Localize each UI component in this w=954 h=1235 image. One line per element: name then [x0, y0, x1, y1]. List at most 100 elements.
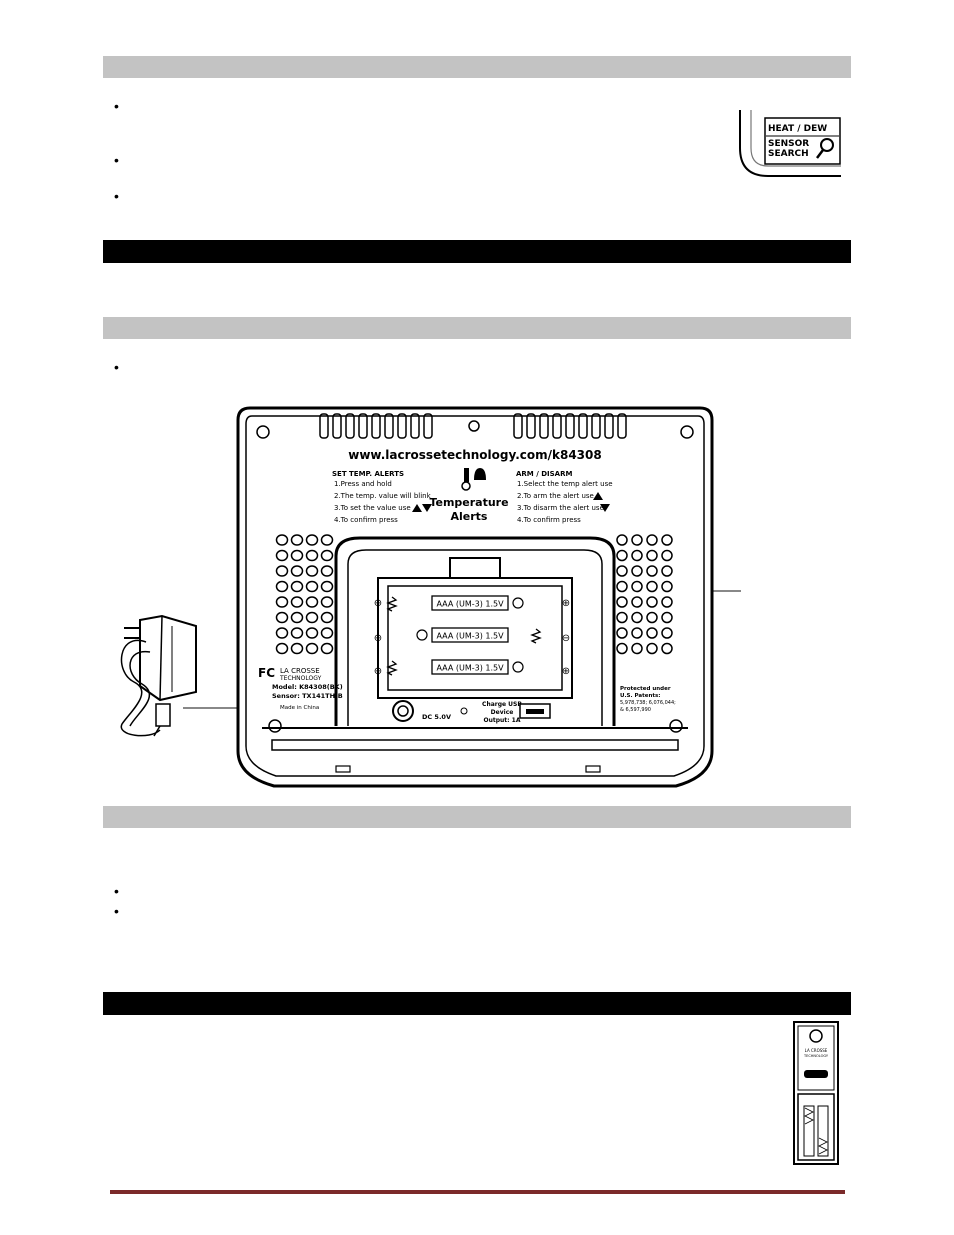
- speaker-hole: [290, 596, 304, 608]
- speaker-hole: [275, 565, 289, 577]
- website-url: www.lacrossetechnology.com/k84308: [348, 448, 601, 462]
- speaker-hole: [305, 611, 319, 624]
- bullet: •: [114, 883, 119, 899]
- speaker-hole: [661, 580, 673, 593]
- speaker-hole: [320, 611, 334, 624]
- battery-label: AAA (UM-3) 1.5V: [436, 664, 504, 673]
- speaker-hole: [275, 611, 289, 624]
- speaker-hole: [320, 565, 334, 577]
- vent-slot: [410, 413, 420, 439]
- speaker-hole: [275, 627, 289, 639]
- made-in-label: Made in China: [280, 705, 319, 711]
- speaker-hole: [661, 549, 673, 562]
- speaker-hole: [646, 534, 658, 546]
- set-alerts-step: 3.To set the value use: [334, 504, 411, 512]
- battery-label: AAA (UM-3) 1.5V: [436, 600, 504, 609]
- vent-slot: [604, 413, 614, 439]
- speaker-hole: [275, 596, 289, 608]
- battery-terminal: [416, 629, 428, 641]
- vent-slot: [358, 413, 368, 439]
- section-header-bar: [103, 56, 851, 78]
- patent-label: U.S. Patents:: [620, 693, 661, 699]
- arm-step: 4.To confirm press: [517, 516, 581, 524]
- speaker-hole: [305, 534, 319, 546]
- patent-label: 5,978,738; 6,076,044;: [620, 700, 676, 706]
- sensor-brand-label: LA CROSSE: [805, 1048, 828, 1053]
- speaker-hole: [290, 580, 304, 593]
- bullet: •: [114, 98, 119, 114]
- brand-sub: TECHNOLOGY: [279, 675, 322, 682]
- set-alerts-step: 2.The temp. value will blink: [334, 492, 432, 500]
- battery: AAA (UM-3) 1.5V: [386, 595, 524, 612]
- arm-disarm-title: ARM / DISARM: [516, 470, 572, 478]
- device-back-illustration: www.lacrossetechnology.com/k84308 SET TE…: [236, 406, 714, 788]
- magnifier-icon: [816, 138, 834, 159]
- speaker-hole: [305, 549, 319, 562]
- battery-label: AAA (UM-3) 1.5V: [436, 632, 504, 641]
- vent-slot: [552, 413, 562, 439]
- speaker-hole: [646, 549, 658, 562]
- speaker-hole: [305, 642, 319, 655]
- up-arrow-icon: [593, 492, 603, 500]
- speaker-hole: [631, 642, 643, 655]
- speaker-hole: [646, 580, 658, 593]
- model-label: Model: K84308(BK): [272, 683, 343, 691]
- patent-label: & 6,597,990: [620, 707, 651, 713]
- speaker-hole: [305, 580, 319, 593]
- speaker-hole: [631, 534, 643, 546]
- vent-slot: [423, 413, 433, 439]
- vent-slot: [617, 413, 627, 439]
- battery-body: [431, 595, 509, 611]
- temperature-sensor-illustration: LA CROSSE TECHNOLOGY: [793, 1021, 839, 1165]
- polarity-mark: ⊖: [374, 598, 382, 609]
- speaker-hole: [616, 580, 628, 593]
- speaker-hole: [290, 534, 304, 546]
- vent-slot: [539, 413, 549, 439]
- arm-step: 3.To disarm the alert use: [517, 504, 604, 512]
- speaker-hole: [305, 565, 319, 577]
- speaker-hole: [616, 642, 628, 655]
- speaker-hole: [320, 596, 334, 608]
- speaker-hole: [646, 596, 658, 608]
- battery-terminal: [512, 597, 524, 609]
- vent-slot: [591, 413, 601, 439]
- speaker-hole: [631, 611, 643, 624]
- speaker-hole: [661, 642, 673, 655]
- polarity-mark: ⊖: [562, 633, 570, 644]
- set-alerts-step: 4.To confirm press: [334, 516, 398, 524]
- vent-slot: [345, 413, 355, 439]
- speaker-hole: [290, 642, 304, 655]
- speaker-hole: [646, 627, 658, 639]
- speaker-hole: [275, 642, 289, 655]
- speaker-hole: [631, 580, 643, 593]
- brand-name: LA CROSSE: [280, 667, 320, 675]
- sensor-search-button-illustration: HEAT / DEW SENSOR SEARCH: [739, 110, 841, 177]
- speaker-hole: [616, 534, 628, 546]
- sensor-brand-sub: TECHNOLOGY: [803, 1054, 829, 1058]
- battery: AAA (UM-3) 1.5V: [386, 659, 524, 676]
- bullet: •: [114, 903, 119, 919]
- speaker-hole: [631, 596, 643, 608]
- arm-step: 1.Select the temp alert use: [517, 480, 613, 488]
- speaker-hole: [616, 565, 628, 577]
- speaker-hole: [320, 580, 334, 593]
- usb-label: Device: [491, 709, 514, 716]
- polarity-mark: ⊖: [374, 666, 382, 677]
- speaker-hole: [631, 627, 643, 639]
- dc-voltage-label: DC 5.0V: [422, 713, 451, 721]
- polarity-mark: ⊕: [562, 666, 570, 677]
- battery-body: [431, 659, 509, 675]
- temperature-label: Temperature: [429, 496, 508, 509]
- fc-logo: FC: [258, 666, 275, 680]
- battery-terminal: [512, 661, 524, 673]
- usb-label: Output: 1A: [484, 717, 521, 724]
- section-header-bar: [103, 317, 851, 339]
- speaker-hole: [661, 611, 673, 624]
- section-header-bar: [103, 806, 851, 828]
- speaker-hole: [616, 611, 628, 624]
- set-alerts-title: SET TEMP. ALERTS: [332, 470, 404, 478]
- speaker-hole: [290, 611, 304, 624]
- usb-label: Charge USB: [482, 701, 522, 708]
- speaker-hole: [646, 565, 658, 577]
- down-arrow-icon: [422, 504, 432, 512]
